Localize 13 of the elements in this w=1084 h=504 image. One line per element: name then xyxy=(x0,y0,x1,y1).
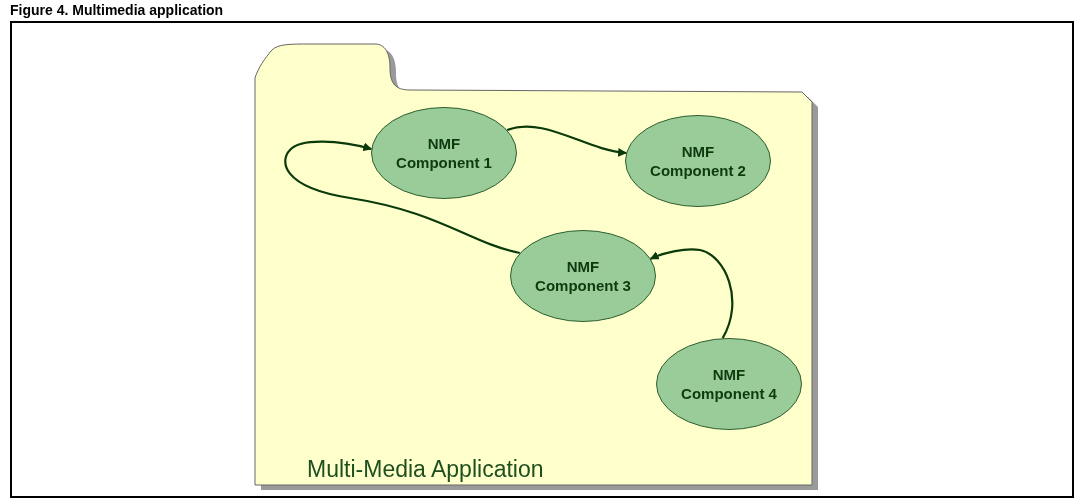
arrow xyxy=(284,140,521,255)
component-label: NMF Component 4 xyxy=(680,365,778,403)
component-ellipse xyxy=(656,338,802,430)
figure-title: Figure 4. Multimedia application xyxy=(10,2,224,18)
component-ellipse xyxy=(371,107,517,199)
arrow xyxy=(506,125,627,157)
component-label: NMF Component 2 xyxy=(649,142,747,180)
component-label: NMF Component 1 xyxy=(395,134,493,172)
component-ellipse xyxy=(625,115,771,207)
component-label: NMF Component 3 xyxy=(534,257,632,295)
arrow xyxy=(649,248,734,339)
component-ellipse xyxy=(510,230,656,322)
folder-heading: Multi-Media Application xyxy=(307,456,544,483)
